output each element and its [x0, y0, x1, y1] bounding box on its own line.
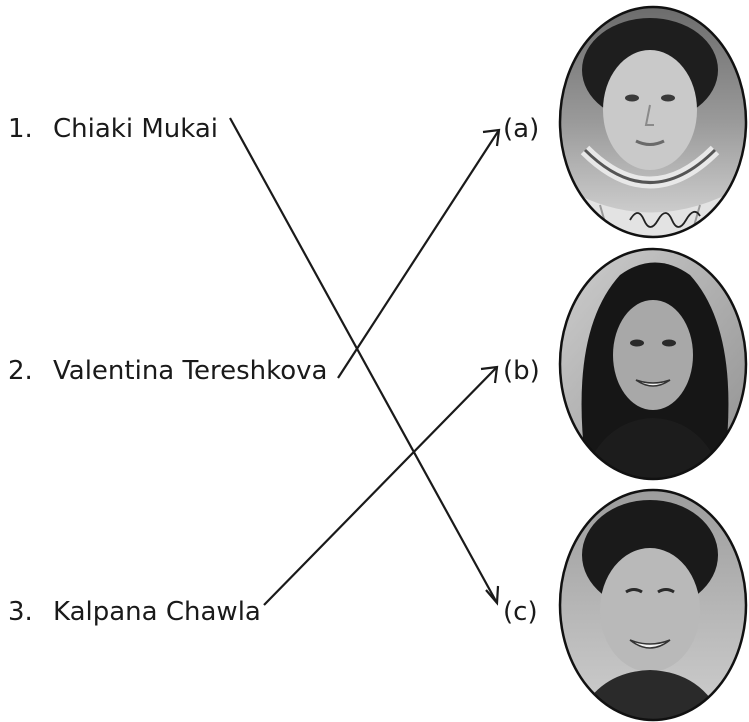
option-label-c: (c): [503, 597, 538, 627]
item-name: Valentina Tereshkova: [53, 356, 328, 386]
match-line-3-b: [263, 365, 499, 606]
match-line-1-c: [229, 117, 500, 606]
option-label-b: (b): [503, 356, 540, 386]
portrait-a: [558, 5, 748, 239]
portrait-b: [558, 247, 748, 481]
match-line-2-a: [337, 128, 501, 379]
option-label-a: (a): [503, 114, 540, 144]
portrait-c: [558, 488, 748, 722]
item-number: 3.: [8, 597, 33, 627]
name-item-1: 1. Chiaki Mukai: [8, 114, 218, 144]
name-item-3: 3. Kalpana Chawla: [8, 597, 261, 627]
name-item-2: 2. Valentina Tereshkova: [8, 356, 327, 386]
item-name: Kalpana Chawla: [53, 597, 261, 627]
item-name: Chiaki Mukai: [53, 114, 219, 144]
item-number: 2.: [8, 356, 33, 386]
item-number: 1.: [8, 114, 33, 144]
